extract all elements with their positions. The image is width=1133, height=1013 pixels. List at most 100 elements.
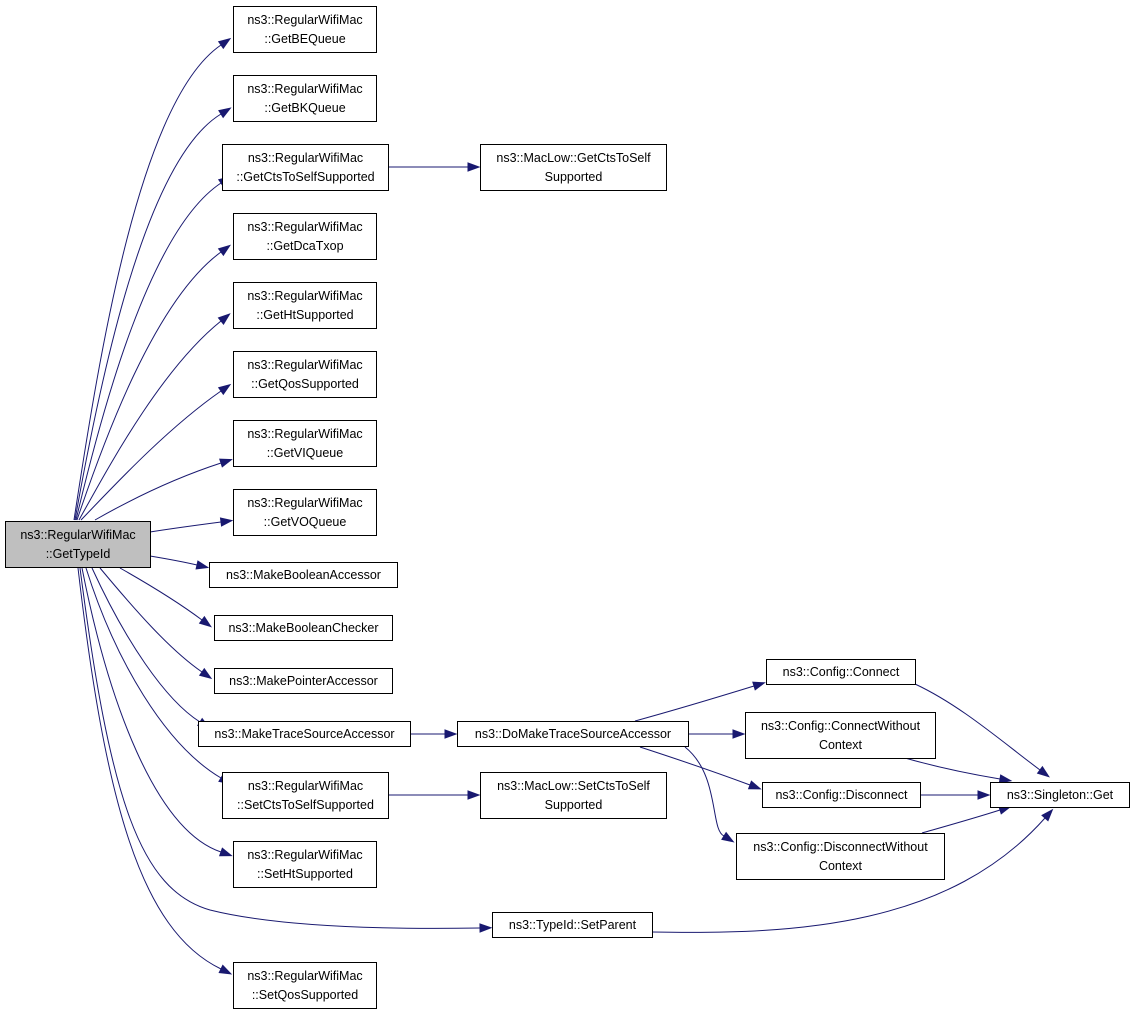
node-box[interactable] [233,75,377,122]
node-box[interactable] [233,351,377,398]
node-box[interactable] [736,833,945,880]
edge-do-make-trace-source-accessor-to-config-connect [634,681,766,722]
node-box[interactable] [222,144,389,191]
node-box[interactable] [233,6,377,53]
node-label: ns3::TypeId::SetParent [509,918,637,932]
node-maclow-set-cts-to-self[interactable]: ns3::MacLow::SetCtsToSelfSupported [480,772,667,819]
node-maclow-get-cts-to-self[interactable]: ns3::MacLow::GetCtsToSelfSupported [480,144,667,191]
node-box[interactable] [480,772,667,819]
node-make-pointer-accessor[interactable]: ns3::MakePointerAccessor [214,668,393,694]
node-typeid-set-parent[interactable]: ns3::TypeId::SetParent [492,912,653,938]
edge-line [149,555,198,566]
edge-config-connect-to-singleton-get [914,683,1050,778]
arrowhead-icon [479,923,493,933]
node-box[interactable] [5,521,151,568]
edge-line [914,683,1041,771]
node-set-ht-supported[interactable]: ns3::RegularWifiMac::SetHtSupported [233,841,377,888]
arrowhead-icon [218,964,233,975]
edge-root-to-make-boolean-checker [119,567,212,628]
node-get-dca-txop[interactable]: ns3::RegularWifiMac::GetDcaTxop [233,213,377,260]
node-label: ns3::MakePointerAccessor [229,674,378,688]
edge-do-make-trace-source-accessor-to-config-disconnect-without-context [684,746,735,843]
node-make-boolean-checker[interactable]: ns3::MakeBooleanChecker [214,615,393,641]
node-get-qos-supported[interactable]: ns3::RegularWifiMac::GetQosSupported [233,351,377,398]
node-get-vi-queue[interactable]: ns3::RegularWifiMac::GetVIQueue [233,420,377,467]
edge-root-to-make-pointer-accessor [99,567,213,680]
node-box[interactable] [214,615,393,641]
node-label: ns3::RegularWifiMac [247,289,362,303]
node-label: ::GetBEQueue [264,32,345,46]
node-box[interactable] [214,668,393,694]
node-set-cts-to-self-supported[interactable]: ns3::RegularWifiMac::SetCtsToSelfSupport… [222,772,389,819]
edge-root-to-get-cts-to-self-supported [75,176,232,521]
node-box[interactable] [233,213,377,260]
nodes-layer: ns3::RegularWifiMac::GetTypeIdns3::Regul… [5,6,1130,1009]
node-label: ::SetHtSupported [257,867,353,881]
edge-root-to-get-ht-supported [78,313,231,521]
node-label: ::GetDcaTxop [266,239,343,253]
node-box[interactable] [233,420,377,467]
node-get-cts-to-self-supported[interactable]: ns3::RegularWifiMac::GetCtsToSelfSupport… [222,144,389,191]
edge-root-to-get-bk-queue [74,107,232,521]
edge-line [639,746,751,786]
node-box[interactable] [762,782,921,808]
node-label: ns3::Config::DisconnectWithout [753,840,928,854]
node-label: ns3::RegularWifiMac [247,13,362,27]
node-box[interactable] [233,489,377,536]
node-label: ns3::RegularWifiMac [248,779,363,793]
node-box[interactable] [233,282,377,329]
arrowhead-icon [747,780,762,790]
edge-root-to-get-qos-supported [80,383,232,521]
node-box[interactable] [233,962,377,1009]
node-box[interactable] [457,721,689,747]
node-label: Context [819,859,863,873]
node-box[interactable] [745,712,936,759]
edge-line [149,521,222,533]
edge-root-to-get-dca-txop [76,244,232,521]
edge-line [119,567,203,621]
node-config-connect[interactable]: ns3::Config::Connect [766,659,916,685]
edge-line [79,567,481,929]
edge-config-disconnect-to-singleton-get [920,790,991,800]
node-singleton-get[interactable]: ns3::Singleton::Get [990,782,1130,808]
node-get-vo-queue[interactable]: ns3::RegularWifiMac::GetVOQueue [233,489,377,536]
node-label: ns3::RegularWifiMac [247,358,362,372]
node-make-trace-source-accessor[interactable]: ns3::MakeTraceSourceAccessor [198,721,411,747]
node-make-boolean-accessor[interactable]: ns3::MakeBooleanAccessor [209,562,398,588]
node-root[interactable]: ns3::RegularWifiMac::GetTypeId [5,521,151,568]
node-label: ns3::Singleton::Get [1007,788,1114,802]
edge-line [85,567,222,779]
node-set-qos-supported[interactable]: ns3::RegularWifiMac::SetQosSupported [233,962,377,1009]
edge-line [634,685,755,722]
node-box[interactable] [766,659,916,685]
edge-root-to-set-qos-supported [77,567,233,975]
edge-typeid-set-parent-to-singleton-get [651,808,1054,933]
node-box[interactable] [233,841,377,888]
edge-make-trace-source-accessor-to-do-make-trace-source-accessor [410,729,458,739]
node-box[interactable] [492,912,653,938]
node-get-ht-supported[interactable]: ns3::RegularWifiMac::GetHtSupported [233,282,377,329]
edge-line [91,567,201,723]
node-label: ns3::RegularWifiMac [247,427,362,441]
edge-line [81,567,222,853]
node-box[interactable] [222,772,389,819]
node-label: ::GetCtsToSelfSupported [236,170,374,184]
edge-root-to-set-ht-supported [81,567,233,857]
arrowhead-icon [218,107,232,119]
node-box[interactable] [990,782,1130,808]
node-get-be-queue[interactable]: ns3::RegularWifiMac::GetBEQueue [233,6,377,53]
node-config-disconnect[interactable]: ns3::Config::Disconnect [762,782,921,808]
node-get-bk-queue[interactable]: ns3::RegularWifiMac::GetBKQueue [233,75,377,122]
arrowhead-icon [998,774,1013,784]
node-label: ns3::Config::ConnectWithout [761,719,921,733]
node-label: ns3::MakeTraceSourceAccessor [214,727,394,741]
edge-line [74,113,222,521]
edge-do-make-trace-source-accessor-to-config-disconnect [639,746,762,790]
node-box[interactable] [209,562,398,588]
node-box[interactable] [480,144,667,191]
node-box[interactable] [198,721,411,747]
node-do-make-trace-source-accessor[interactable]: ns3::DoMakeTraceSourceAccessor [457,721,689,747]
edge-line [921,809,1001,834]
